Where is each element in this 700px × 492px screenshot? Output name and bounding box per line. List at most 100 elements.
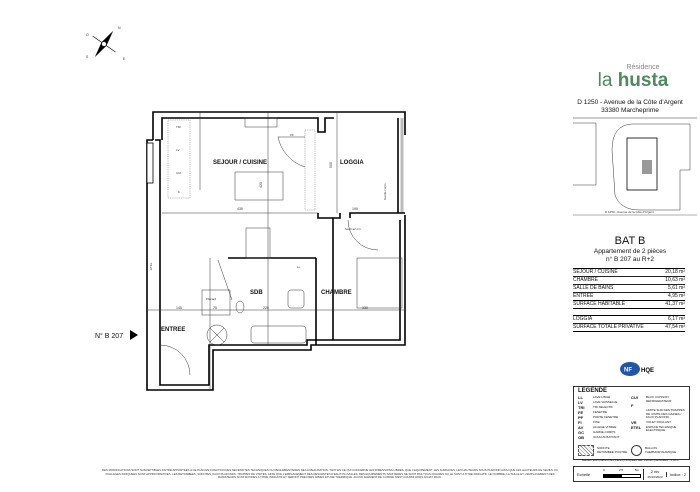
- entry-door-swing: [159, 344, 191, 376]
- room-label-sdb: SDB: [250, 290, 263, 296]
- legend-item: FI FIXE: [578, 420, 628, 425]
- dining-table: [245, 227, 271, 259]
- room-name: SURFACE TOTALE PRIVATIVE: [573, 324, 644, 330]
- legend-retombee: RETOMBEE POUTRE: [597, 449, 628, 454]
- dimension: 423: [259, 182, 263, 188]
- dimension: 435: [237, 207, 243, 211]
- legend-code: ETEL: [631, 424, 642, 430]
- water-heater: [206, 324, 228, 346]
- legend-text: PORTE FENETRE: [593, 415, 619, 419]
- annotation: TRI: [176, 125, 181, 129]
- toilet: [235, 300, 245, 314]
- legend-item: LL LAVE LINGE: [578, 395, 628, 400]
- legend-code: FI: [578, 420, 582, 425]
- entry-arrow-icon: [130, 330, 138, 340]
- tv-unit: [244, 117, 278, 128]
- disclaimer: DES MODIFICATIONS SONT SUSCEPTIBLES D'ET…: [102, 468, 558, 480]
- room-label-loggia: LOGGIA: [340, 160, 364, 166]
- room-label-chambre: CHAMBRE: [321, 290, 352, 296]
- apartment-header: BAT B Appartement de 2 pièces n° B 207 a…: [560, 235, 700, 264]
- dimension: 500: [329, 162, 333, 168]
- legend-text: FENETRE: [593, 410, 608, 414]
- walls: [146, 111, 406, 391]
- annotation: Garde-corps: [383, 183, 387, 200]
- legend-text: GARDE-CORPS: [593, 430, 616, 434]
- brand-name-bold: husta: [617, 70, 669, 91]
- legend-text: BLOC CUISSON REFRIGERATEUR: [646, 395, 672, 403]
- scale-tick: 2.5: [619, 468, 624, 472]
- legend-text: FIXE: [593, 420, 600, 424]
- annotation: ETEL: [149, 262, 153, 270]
- room-area: 41,37 m²: [665, 301, 685, 307]
- brand-name-light: la: [597, 70, 613, 91]
- door-swing: [277, 136, 306, 168]
- room-name: CHAMBRE: [573, 277, 599, 283]
- site-plan-thumbnail: D 1250 - Avenue de la Côte d'Argent: [573, 117, 697, 216]
- legend-code: PF: [578, 415, 584, 420]
- room-area: 6,17 m²: [668, 316, 685, 322]
- address-line1: D 1250 - Avenue de la Côte d'Argent: [577, 99, 683, 106]
- brand-prefix: Résidence: [626, 64, 660, 71]
- legend-code: TRI: [578, 405, 585, 410]
- dimension: 190: [352, 207, 358, 211]
- room-area: 4,95 m²: [668, 293, 685, 299]
- legend-item: VR VOLET ROULANT: [631, 419, 686, 425]
- legend-code: GC: [578, 430, 584, 435]
- room-area: 20,18 m²: [665, 269, 685, 275]
- ballon-icon: [631, 445, 642, 456]
- room-area: 47,54 m²: [665, 324, 685, 330]
- bed: [356, 257, 403, 309]
- legend-code: VR: [631, 419, 637, 425]
- hqe-label: HQE: [641, 368, 654, 374]
- level: 2 niv: [650, 468, 660, 474]
- annotation: PF: [290, 133, 294, 137]
- annotation: Seuil ≤2 cm: [345, 227, 361, 231]
- scale-tick: 0: [603, 468, 605, 472]
- room-name: LOGGIA: [573, 316, 593, 322]
- legend-soffite: SOFFITE: [597, 445, 610, 450]
- compass-n: N: [118, 26, 121, 30]
- legend-item: LIMITE SUR DES TRAPPES DE VISITE DES GAI…: [631, 408, 686, 420]
- legend-code: LL: [578, 395, 583, 400]
- legend-text: LAVE LINGE: [593, 395, 611, 399]
- nf-logo: [620, 362, 640, 376]
- legend-text: ESPACE TECHNIQUE ELECTRIQUE: [646, 424, 677, 433]
- surface-habitable-row: SURFACE HABITABLE 41,37 m²: [573, 301, 685, 309]
- compass-o: O: [86, 33, 89, 37]
- apartment-entry-label: N° B 207: [95, 332, 123, 340]
- legend-item: F: [631, 402, 686, 408]
- surface-row: SALLE DE BAINS 5,61 m²: [573, 285, 685, 293]
- legend-text: ALLEGE VITREE: [593, 425, 617, 429]
- placard: [201, 289, 231, 316]
- legend-ballon: BALLON THERMODYNAMIQUE: [645, 445, 677, 454]
- address: D 1250 - Avenue de la Côte d'Argent 3338…: [560, 99, 700, 115]
- scale-tick: 5m: [635, 468, 640, 472]
- room-label-sejour: SEJOUR / CUISINE: [213, 160, 267, 166]
- legend-code: F: [631, 402, 634, 408]
- address-line2: 33380 Marcheprime: [601, 107, 659, 114]
- room-name: SALLE DE BAINS: [573, 285, 614, 291]
- nf-logo-text: NF: [624, 368, 632, 374]
- annotation: Placard: [206, 297, 217, 301]
- apartment-number: n° B 207 au R+2: [606, 256, 654, 263]
- room-area: 5,61 m²: [668, 285, 685, 291]
- legend-code: OB: [578, 435, 584, 440]
- legend-text: VOLET ROULANT: [646, 419, 671, 424]
- dimension: 145: [176, 306, 182, 310]
- annotation: CUI: [176, 171, 181, 175]
- bathtub: [250, 325, 307, 344]
- room-name: SURFACE HABITABLE: [573, 301, 626, 307]
- date: 26/10/2023: [647, 474, 663, 479]
- washbasin: [287, 289, 305, 309]
- scale-label: Echelle: [577, 471, 591, 477]
- annotation: F: [178, 190, 180, 194]
- annotation: LV: [176, 148, 179, 152]
